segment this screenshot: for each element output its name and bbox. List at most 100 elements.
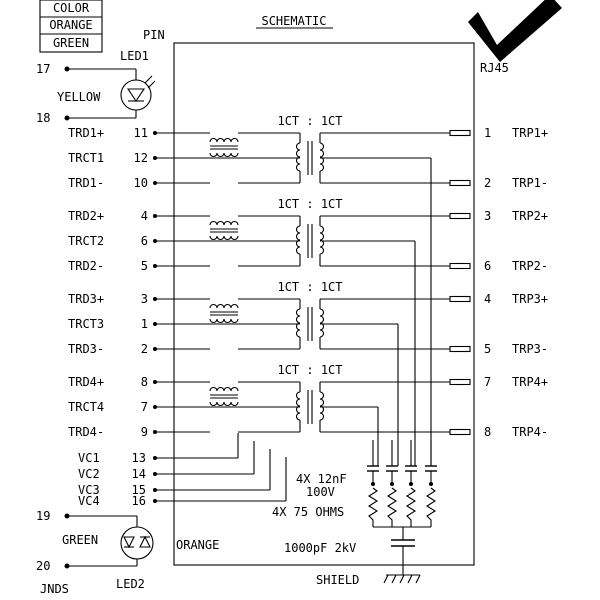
left-pin-name: TRD2+ (68, 209, 104, 223)
gnds-label: JNDS (40, 582, 69, 596)
res-label: 4X 75 OHMS (272, 505, 344, 519)
right-pin-name: TRP4- (512, 425, 548, 439)
left-pin-number: 3 (141, 292, 148, 306)
right-pin-name: TRP4+ (512, 375, 548, 389)
left-pin-name: TRD4+ (68, 375, 104, 389)
led1-color: YELLOW (57, 90, 101, 104)
transformer-channel-1: 1CT : 1CT (209, 114, 450, 184)
rj45-contact (449, 295, 471, 303)
right-pin-number: 2 (484, 176, 491, 190)
choke-coil-top (209, 220, 239, 226)
rj45-contact (449, 129, 471, 137)
right-pin-number: 5 (484, 342, 491, 356)
transformer-channel-4: 1CT : 1CT (209, 363, 450, 433)
led1: LED1 17 YELLOW 18 (36, 49, 156, 125)
component-body (173, 42, 475, 566)
primary-coil (295, 308, 301, 338)
right-pin-number: 1 (484, 126, 491, 140)
shield-label: SHIELD (316, 573, 359, 587)
left-pin-name: TRD4- (68, 425, 104, 439)
rj45-contact (449, 345, 471, 353)
left-pin-number: 12 (134, 151, 148, 165)
transformer-group: 1CT : 1CT 1CT : 1CT 1CT : 1CT 1CT : 1CT (209, 114, 450, 433)
left-pin-name: TRCT1 (68, 151, 104, 165)
rj45-label: RJ45 (480, 61, 509, 75)
right-pin-name: TRP3- (512, 342, 548, 356)
cap-label-1: 4X 12nF (296, 472, 347, 486)
hv-cap-label: 1000pF 2kV (284, 541, 356, 555)
checkmark-icon (468, 0, 562, 62)
left-pin-number: 2 (141, 342, 148, 356)
ratio-label: 1CT : 1CT (277, 280, 342, 294)
vc-pin-number: 14 (132, 467, 146, 481)
cap-label-2: 100V (306, 485, 335, 499)
transformer-channel-2: 1CT : 1CT (209, 197, 450, 267)
left-pin-name: TRCT4 (68, 400, 104, 414)
right-pin-name: TRP1+ (512, 126, 548, 140)
vc-pin-name: VC2 (78, 467, 100, 481)
left-pin-number: 1 (141, 317, 148, 331)
schematic-title: SCHEMATIC (261, 14, 326, 28)
led2-label: LED2 (116, 577, 145, 591)
ratio-label: 1CT : 1CT (277, 197, 342, 211)
choke-coil-bottom (209, 318, 239, 324)
right-pin-name: TRP3+ (512, 292, 548, 306)
right-pin-number: 6 (484, 259, 491, 273)
led1-pin-bottom: 18 (36, 111, 50, 125)
choke-coil-top (209, 137, 239, 143)
resistor-icon (425, 487, 437, 527)
vc-pin-number: 16 (132, 494, 146, 508)
led2-diode-green-icon (123, 536, 135, 549)
choke-coil-bottom (209, 235, 239, 241)
left-pin-name: TRD3- (68, 342, 104, 356)
left-pin-number: 4 (141, 209, 148, 223)
secondary-coil (319, 225, 325, 255)
left-pin-name: TRD1- (68, 176, 104, 190)
left-pin-number: 11 (134, 126, 148, 140)
left-pin-number: 10 (134, 176, 148, 190)
led2-color-right: ORANGE (176, 538, 219, 552)
left-pin-number: 5 (141, 259, 148, 273)
choke-coil-bottom (209, 152, 239, 158)
primary-coil (295, 142, 301, 172)
rj45-contact (449, 428, 471, 436)
choke-coil-top (209, 303, 239, 309)
vc-pin-name: VC3 (78, 483, 100, 497)
led1-label: LED1 (120, 49, 149, 63)
left-pin-name: TRCT3 (68, 317, 104, 331)
secondary-coil (319, 142, 325, 172)
resistor-icon (367, 487, 379, 527)
color-legend: COLOR ORANGE GREEN (39, 0, 103, 53)
left-pin-number: 8 (141, 375, 148, 389)
resistor-icon (386, 487, 398, 527)
ratio-label: 1CT : 1CT (277, 114, 342, 128)
choke-coil-top (209, 386, 239, 392)
ratio-label: 1CT : 1CT (277, 363, 342, 377)
led1-diode-icon (126, 88, 146, 102)
transformer-channel-3: 1CT : 1CT (209, 280, 450, 350)
rj45-contact (449, 378, 471, 386)
left-pin-number: 7 (141, 400, 148, 414)
vc-pin-name: VC1 (78, 451, 100, 465)
left-pin-name: TRCT2 (68, 234, 104, 248)
legend-orange: ORANGE (49, 18, 92, 32)
pin-header: PIN (143, 28, 165, 42)
left-pin-name: TRD3+ (68, 292, 104, 306)
vc-pin-number: 15 (132, 483, 146, 497)
secondary-coil (319, 391, 325, 421)
legend-color: COLOR (53, 1, 90, 15)
led1-pin-top: 17 (36, 62, 50, 76)
right-pin-number: 4 (484, 292, 491, 306)
resistor-icon (405, 487, 417, 527)
right-pin-number: 8 (484, 425, 491, 439)
left-pin-number: 6 (141, 234, 148, 248)
led2-diode-orange-icon (139, 535, 151, 548)
led2-color-left: GREEN (62, 533, 98, 547)
led2-pin-bottom: 20 (36, 559, 50, 573)
vc-pin-name: VC4 (78, 494, 100, 508)
legend-green: GREEN (53, 36, 89, 50)
rj45-contact (449, 212, 471, 220)
